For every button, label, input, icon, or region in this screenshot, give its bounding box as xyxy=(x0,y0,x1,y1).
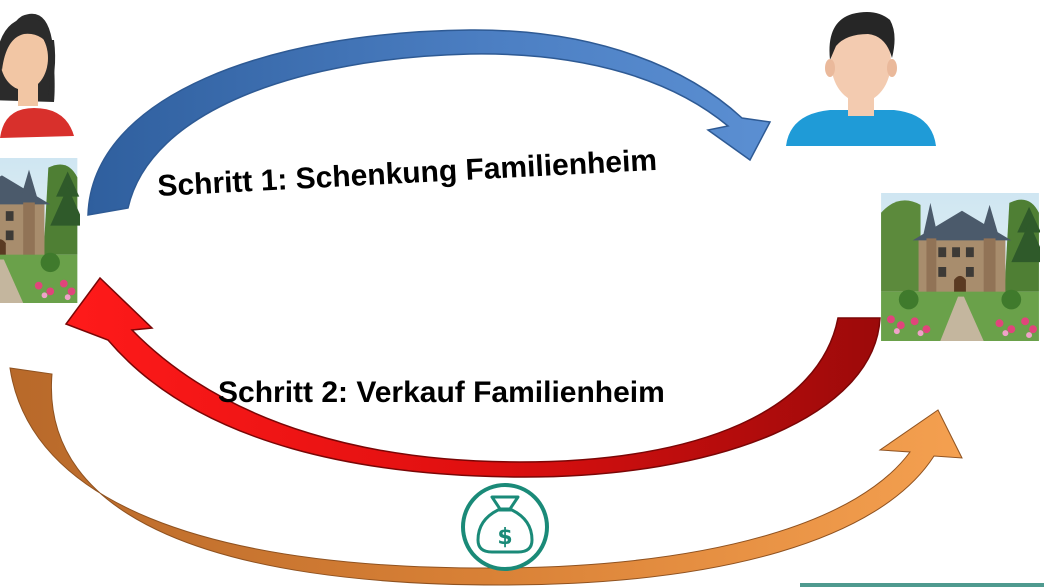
payment-arrow xyxy=(9,367,963,586)
slide-footer-line xyxy=(800,583,1044,587)
house-image-right xyxy=(881,193,1040,341)
step2-label: Schritt 2: Verkauf Familienheim xyxy=(218,376,665,409)
step1-label: Schritt 1: Schenkung Familienheim xyxy=(157,144,658,203)
step2-arrow xyxy=(64,276,881,478)
svg-text:$: $ xyxy=(497,525,512,550)
man-person-icon xyxy=(786,12,936,146)
house-image-left xyxy=(0,158,80,303)
step1-arrow xyxy=(87,29,772,216)
money-bag-icon: $ xyxy=(461,483,549,571)
woman-person-icon xyxy=(0,13,74,138)
